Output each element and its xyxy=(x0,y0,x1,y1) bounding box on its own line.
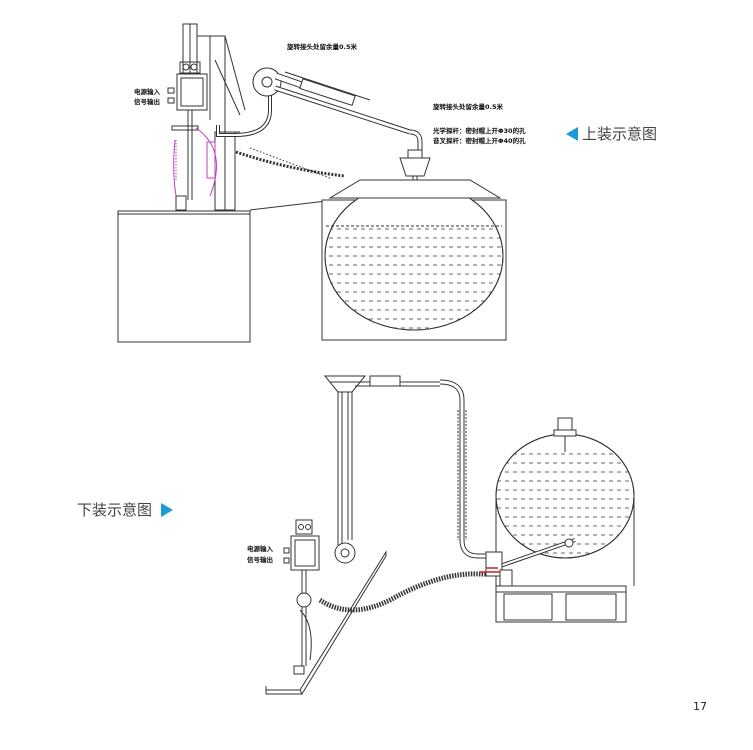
bottom-corrugated-hose xyxy=(318,571,500,613)
bottom-diagram-caption: 下装示意图 xyxy=(77,501,153,519)
top-caption-arrow xyxy=(566,127,578,141)
bottom-platform-slab xyxy=(299,550,387,696)
top-swivel-margin-label-1: 旋转接头处留余量0.5米 xyxy=(287,43,358,51)
top-spring-hose xyxy=(235,150,346,178)
top-power-input-label: 电源输入 xyxy=(134,88,160,96)
top-signal-output-label: 信号输出 xyxy=(134,98,160,106)
page-number: 17 xyxy=(693,700,707,713)
bottom-tank-base xyxy=(495,585,627,623)
bottom-signal-output-label: 信号输出 xyxy=(247,556,273,564)
top-magenta-cable xyxy=(173,127,217,197)
top-swivel-joint xyxy=(252,67,282,97)
bottom-power-input-label: 电源输入 xyxy=(247,545,273,553)
top-junction-box xyxy=(176,73,208,111)
bottom-installation-diagram xyxy=(265,375,635,696)
top-optical-probe-label: 光学探杆：密封帽上开Φ30的孔 xyxy=(433,127,526,135)
bottom-caption-arrow xyxy=(161,503,173,517)
top-installation-diagram xyxy=(117,23,507,343)
top-diagram-caption: 上装示意图 xyxy=(582,125,658,143)
top-swivel-margin-label-2: 旋转接头处留余量0.5米 xyxy=(433,103,504,111)
top-platform xyxy=(117,210,251,343)
bottom-red-accents xyxy=(480,567,500,573)
top-tuning-fork-probe-label: 音叉探杆：密封帽上开Φ40的孔 xyxy=(433,137,526,145)
bottom-junction-box xyxy=(290,535,320,571)
top-tank-nozzle xyxy=(399,157,431,177)
